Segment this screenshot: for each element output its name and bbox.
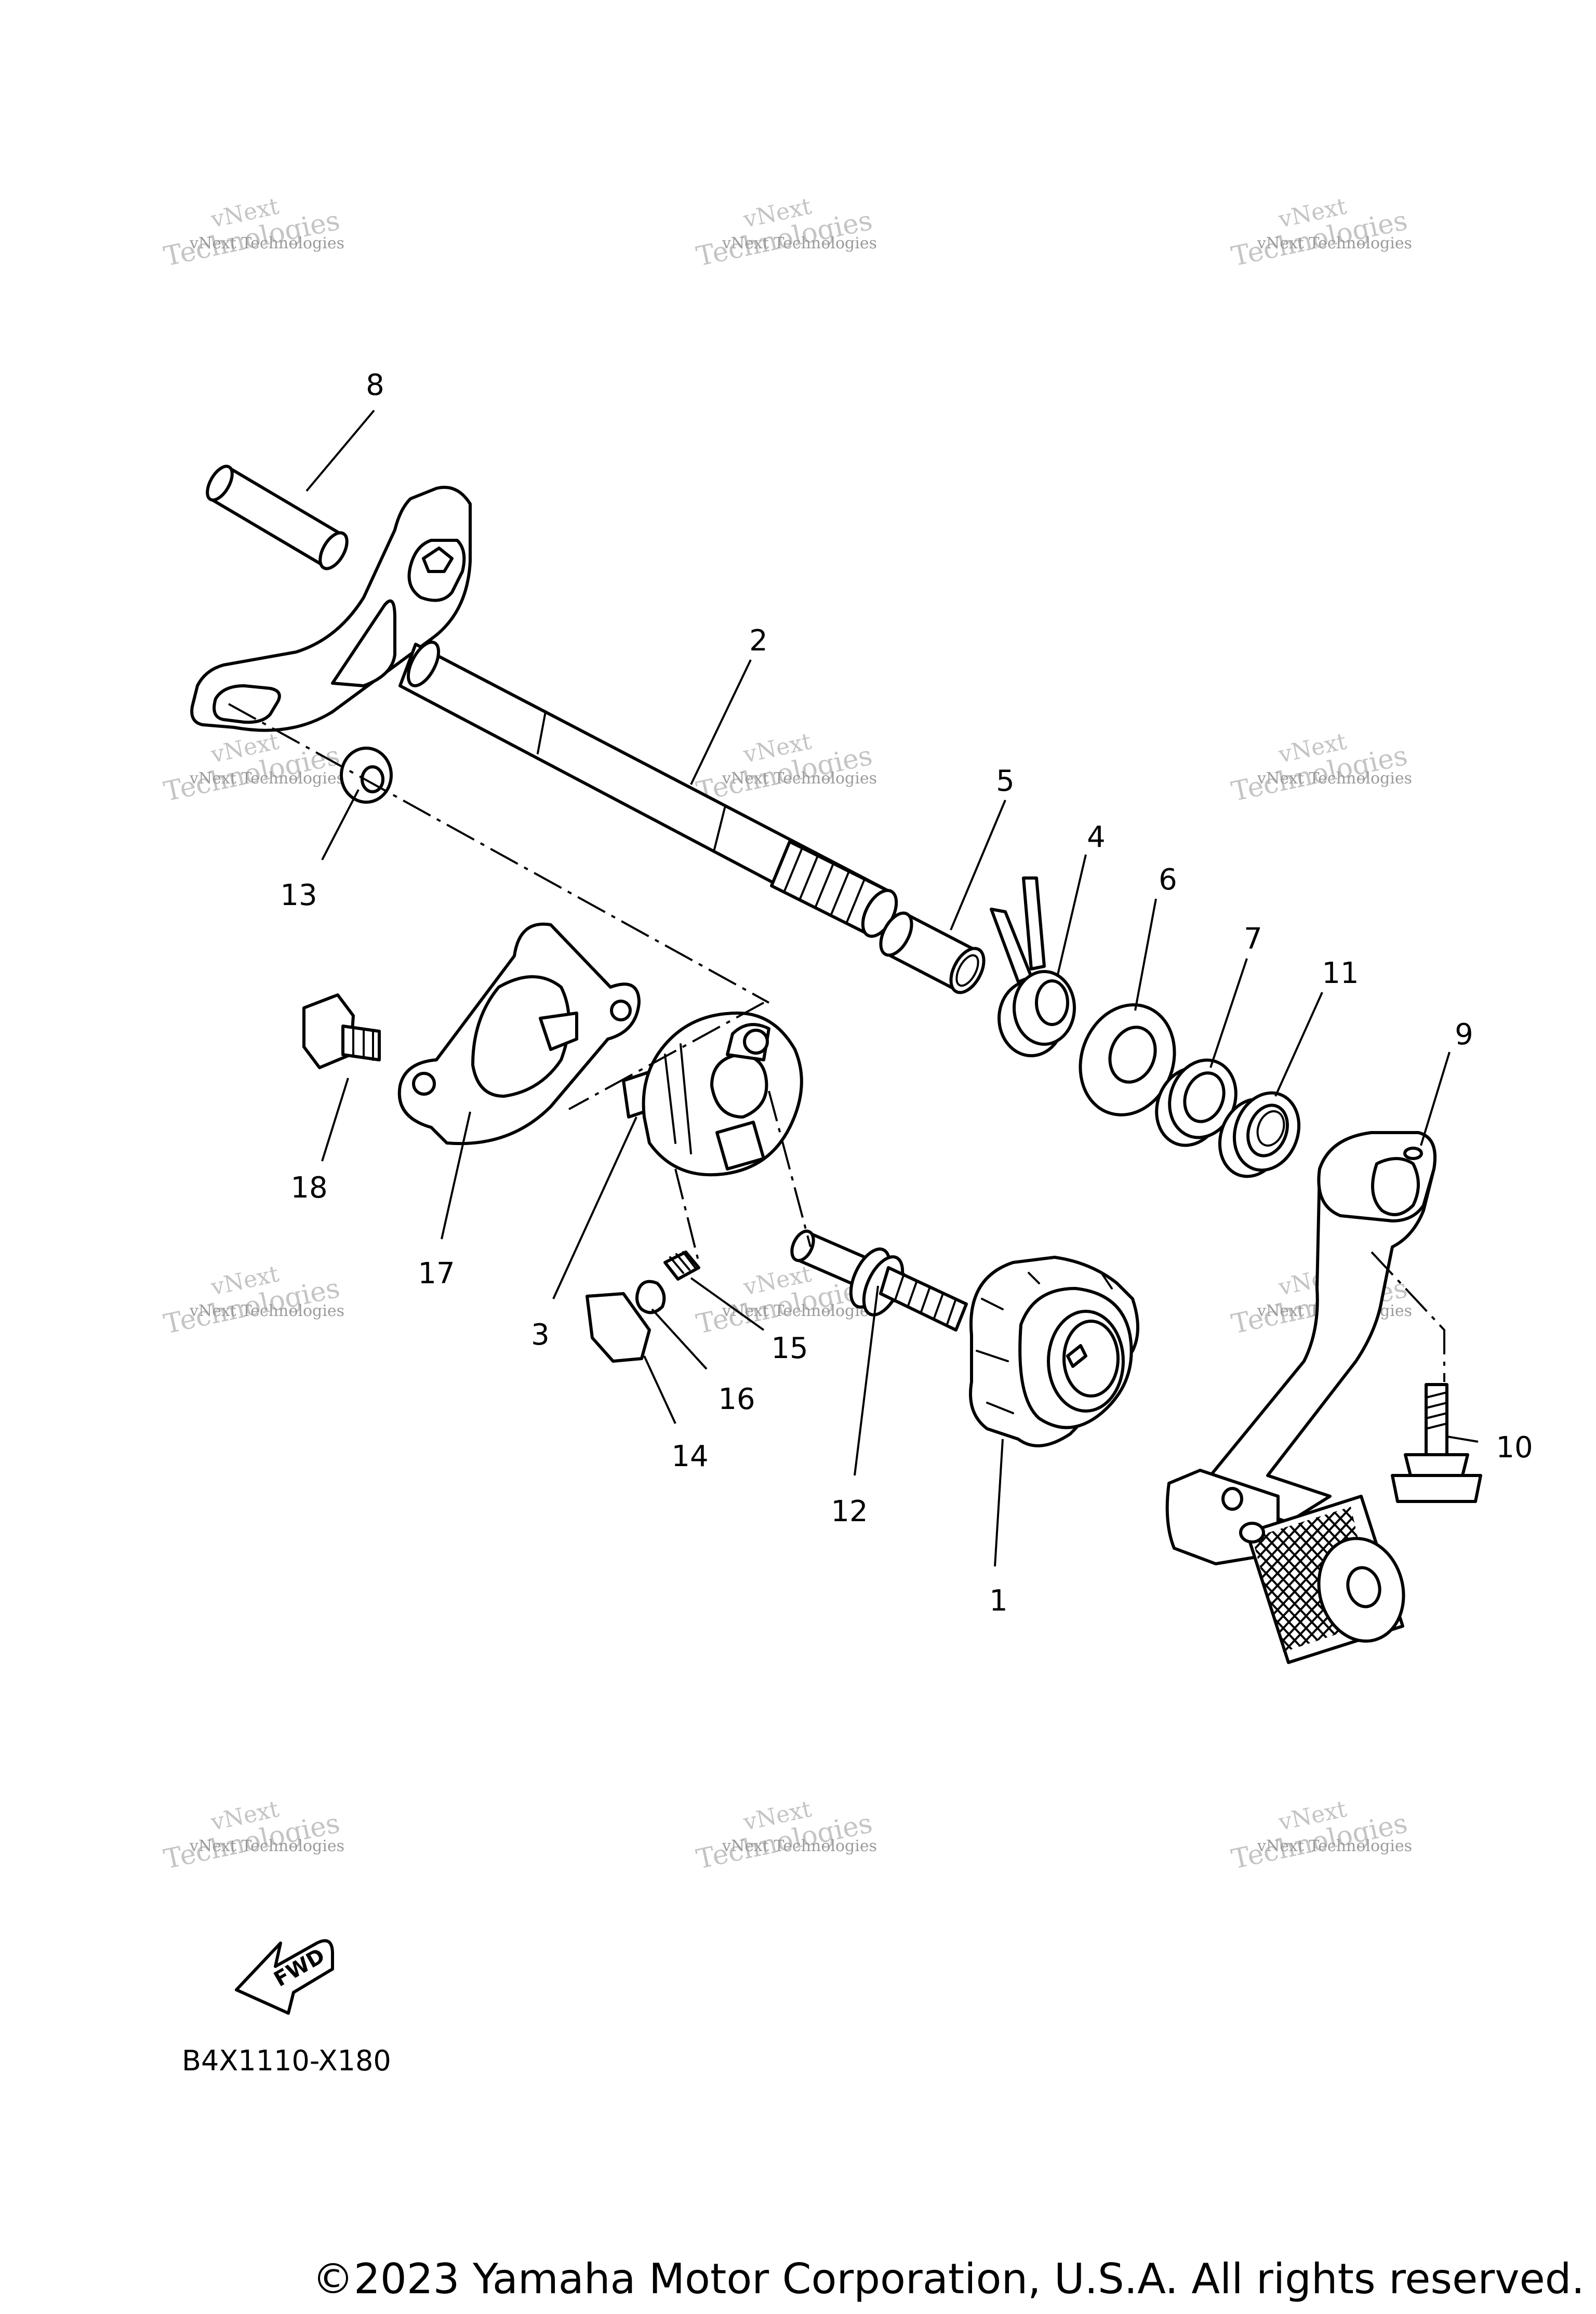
callout-12: 12 (831, 1495, 868, 1528)
watermark-small-text: vNext Technologies (722, 1837, 877, 1855)
part-3-shift-lever (622, 1012, 803, 1177)
fwd-arrow-icon: FWD (235, 1939, 334, 2015)
center-lines (228, 703, 1445, 1382)
watermark-small-text: vNext Technologies (722, 769, 877, 788)
part-18-bolt (302, 993, 381, 1069)
part-14-guide (586, 1292, 651, 1363)
part-6-washer (1079, 1003, 1176, 1116)
callout-13: 13 (280, 879, 317, 912)
callout-8: 8 (366, 368, 384, 402)
part-15-spring (663, 1251, 700, 1281)
copyright-notice: ©2023 Yamaha Motor Corporation, U.S.A. A… (312, 2255, 1585, 2303)
callout-18: 18 (290, 1171, 327, 1205)
callout-17: 17 (418, 1257, 455, 1291)
part-17-stopper-plate (397, 922, 641, 1146)
watermark-small-text: vNext Technologies (189, 769, 344, 788)
part-5-collar (879, 911, 986, 994)
callout-7: 7 (1244, 922, 1262, 956)
watermark-small-text: vNext Technologies (1257, 234, 1412, 252)
part-4-spring (990, 876, 1076, 1057)
callout-9: 9 (1455, 1018, 1473, 1052)
watermark-small-text: vNext Technologies (722, 1302, 877, 1320)
part-13-washer (340, 747, 393, 804)
part-11-oil-seal (1218, 1091, 1301, 1178)
callout-11: 11 (1322, 956, 1359, 990)
part-16-roller (635, 1280, 666, 1314)
watermark-small-text: vNext Technologies (1257, 1837, 1412, 1855)
callout-6: 6 (1159, 863, 1177, 897)
part-1-shift-drum-segment (969, 1256, 1139, 1447)
watermark-small-text: vNext Technologies (189, 1837, 344, 1855)
part-2-shift-shaft (190, 486, 898, 938)
callout-4: 4 (1087, 820, 1106, 854)
callout-2: 2 (749, 624, 768, 658)
diagram-code: B4X1110-X180 (182, 2044, 391, 2077)
leader-lines (305, 409, 1479, 1567)
callout-5: 5 (996, 764, 1015, 798)
callout-10: 10 (1496, 1431, 1533, 1465)
part-10-bolt (1391, 1383, 1482, 1503)
callout-labels: 8 2 13 5 4 6 7 11 9 18 17 3 15 16 14 12 … (280, 368, 1533, 1618)
callout-15: 15 (771, 1332, 808, 1365)
part-9-shift-pedal (1165, 1131, 1437, 1664)
part-8-pin (206, 464, 349, 570)
watermark-small-text: vNext Technologies (189, 1302, 344, 1320)
watermark-small-text: vNext Technologies (189, 234, 344, 252)
callout-14: 14 (671, 1440, 708, 1473)
callout-1: 1 (989, 1584, 1008, 1618)
watermark-small-text: vNext Technologies (722, 234, 877, 252)
callout-16: 16 (718, 1382, 755, 1416)
callout-3: 3 (531, 1318, 550, 1352)
watermark-small-text: vNext Technologies (1257, 769, 1412, 788)
